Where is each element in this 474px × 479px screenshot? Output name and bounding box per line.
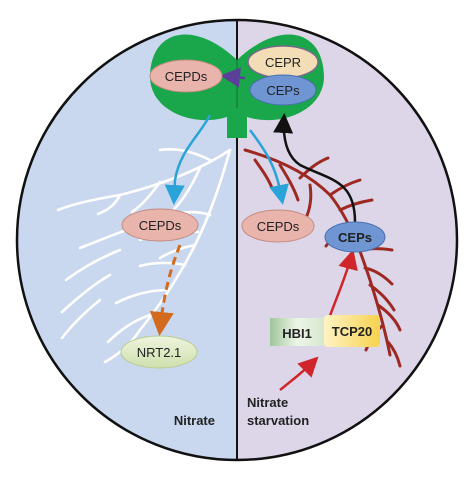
root-cepds-left-label: CEPDs [139,218,182,233]
root-cepds-left-node: CEPDs [121,208,199,242]
arrow-to-hbi1 [279,356,319,391]
starvation-condition-label-line2: starvation [247,413,309,428]
root-ceps-label: CEPs [338,230,372,245]
nitrate-condition-label: Nitrate [174,413,215,428]
hbi1-box [270,318,324,346]
nrt-node: NRT2.1 [120,335,198,369]
tcp20-node: TCP20 [324,315,380,347]
leaf-cepds-node: CEPDs [149,59,223,93]
starvation-condition-label-line1: Nitrate [247,395,288,410]
root-cepds-right-label: CEPDs [257,219,300,234]
leaf-ceps-node: CEPs [249,74,317,106]
arrow-cepds-to-right-root [248,129,289,205]
root-ceps-node: CEPs [324,221,386,253]
cepr-node: CEPR [247,45,319,79]
tcp20-label: TCP20 [332,324,372,339]
root-cepds-right-node: CEPDs [241,209,315,243]
hbi1-node: HBI1 [270,318,324,346]
leaf-cepds-label: CEPDs [165,69,208,84]
arrow-cepr-to-cepds [220,67,246,88]
arrow-cepds-to-left-root [164,114,212,205]
arrow-cepds-to-nrt [149,244,182,336]
nrt-label: NRT2.1 [137,345,182,360]
arrow-ceps-to-shoot [273,113,357,223]
tcp20-box [324,315,380,347]
hbi1-label: HBI1 [282,326,312,341]
cepr-label: CEPR [265,55,301,70]
leaf-ceps-label: CEPs [266,83,300,98]
